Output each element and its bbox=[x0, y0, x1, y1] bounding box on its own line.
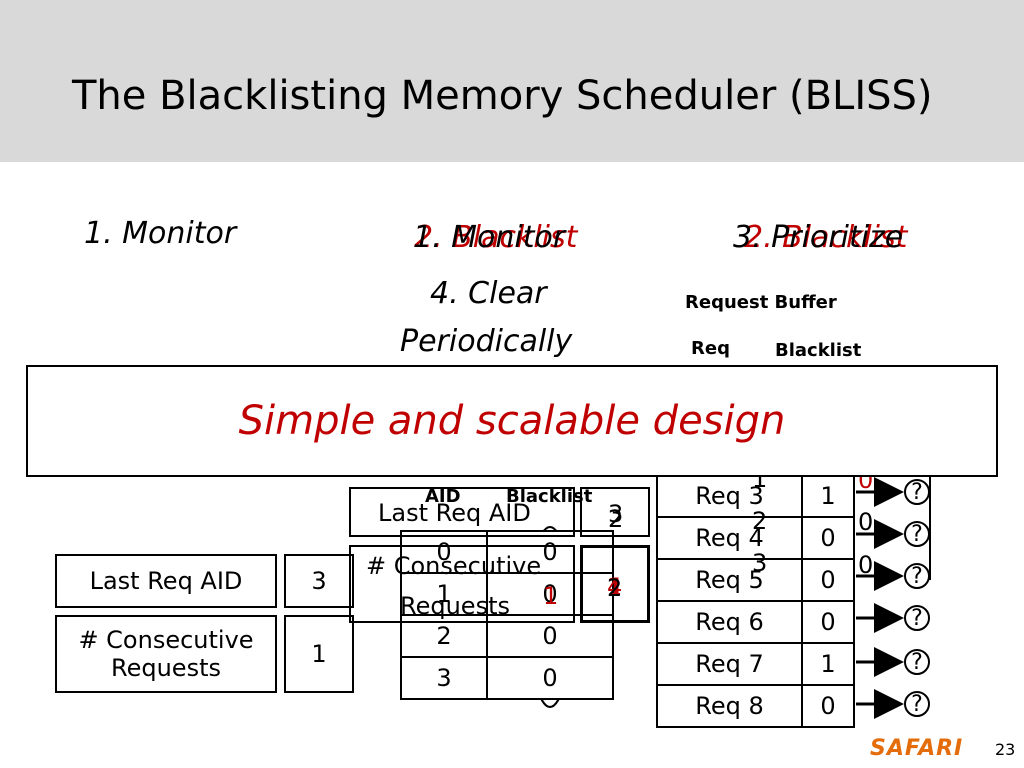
ghost-zero-2: 0 bbox=[858, 551, 874, 579]
ghost-last-req-value-box bbox=[580, 487, 650, 537]
ghost-aid-header: AID bbox=[425, 486, 461, 507]
ghost-big-value-a: 4 bbox=[607, 573, 623, 601]
ghost-consec-label-1: # Consecutive bbox=[366, 552, 542, 580]
request-buffer-title: Request Buffer bbox=[685, 292, 837, 313]
step-prioritize: 3. Prioritize bbox=[733, 220, 904, 255]
step-blacklist-red: 2. Blacklist bbox=[414, 220, 578, 255]
aid-blacklist-cell: 0 bbox=[486, 656, 614, 700]
request-buffer-req-cell: Req 3 bbox=[656, 474, 803, 518]
request-buffer-blacklist-cell: 1 bbox=[801, 642, 855, 686]
ghost-number-2: 2 bbox=[752, 507, 768, 535]
question-mark-icon: ? bbox=[904, 563, 930, 589]
step-clear-line1: 4. Clear bbox=[430, 276, 547, 311]
request-buffer-blacklist-cell: 0 bbox=[801, 558, 855, 602]
ghost-number-3: 3 bbox=[752, 549, 768, 577]
ghost-top-value-a: 3 bbox=[608, 500, 624, 528]
ghost-consec-box bbox=[349, 545, 575, 623]
step-clear-line2: Periodically bbox=[400, 324, 573, 359]
request-buffer-req-cell: Req 8 bbox=[656, 684, 803, 728]
ghost-blacklist-header: Blacklist bbox=[506, 486, 593, 507]
slide-header bbox=[0, 0, 1024, 162]
last-req-aid-value: 3 bbox=[284, 554, 354, 608]
step-monitor: 1. Monitor bbox=[84, 216, 237, 251]
aid-blacklist-red-value: 1 bbox=[543, 582, 559, 610]
slide-title: The Blacklisting Memory Scheduler (BLISS… bbox=[72, 73, 933, 119]
question-mark-icon: ? bbox=[904, 691, 930, 717]
summary-banner-text: Simple and scalable design bbox=[238, 398, 786, 444]
ghost-zero-1: 0 bbox=[858, 508, 874, 536]
ghost-consec-label-2: Requests bbox=[400, 592, 510, 620]
ghost-last-req-box bbox=[349, 487, 575, 537]
ghost-consec-value-box bbox=[580, 545, 650, 623]
request-buffer-col-req: Req bbox=[691, 338, 730, 359]
consecutive-requests-value: 1 bbox=[284, 615, 354, 693]
page-number: 23 bbox=[995, 740, 1016, 759]
safari-logo: SAFARI bbox=[870, 736, 964, 761]
question-mark-icon: ? bbox=[904, 649, 930, 675]
request-buffer-col-blacklist: Blacklist bbox=[775, 340, 862, 361]
question-mark-icon: ? bbox=[904, 479, 930, 505]
ghost-last-req-label: Last Req AID bbox=[378, 499, 531, 527]
step-monitor-ghost: 1. Monitor bbox=[413, 220, 566, 255]
ghost-big-value-b: 2 bbox=[607, 574, 623, 602]
step-blacklist-red-ghost: 2. Blacklist bbox=[744, 220, 908, 255]
last-req-aid-label: Last Req AID bbox=[55, 554, 277, 608]
request-buffer-blacklist-cell: 0 bbox=[801, 684, 855, 728]
question-mark-icon: ? bbox=[904, 521, 930, 547]
summary-banner: Simple and scalable design bbox=[26, 365, 998, 477]
request-buffer-blacklist-cell: 0 bbox=[801, 516, 855, 560]
ghost-big-value-red: 1 bbox=[607, 573, 623, 601]
question-mark-icon: ? bbox=[904, 605, 930, 631]
aid-cell: 3 bbox=[400, 656, 488, 700]
ghost-top-value-b: 2 bbox=[608, 505, 624, 533]
request-buffer-blacklist-cell: 0 bbox=[801, 600, 855, 644]
aid-cell: 0 bbox=[400, 530, 488, 574]
